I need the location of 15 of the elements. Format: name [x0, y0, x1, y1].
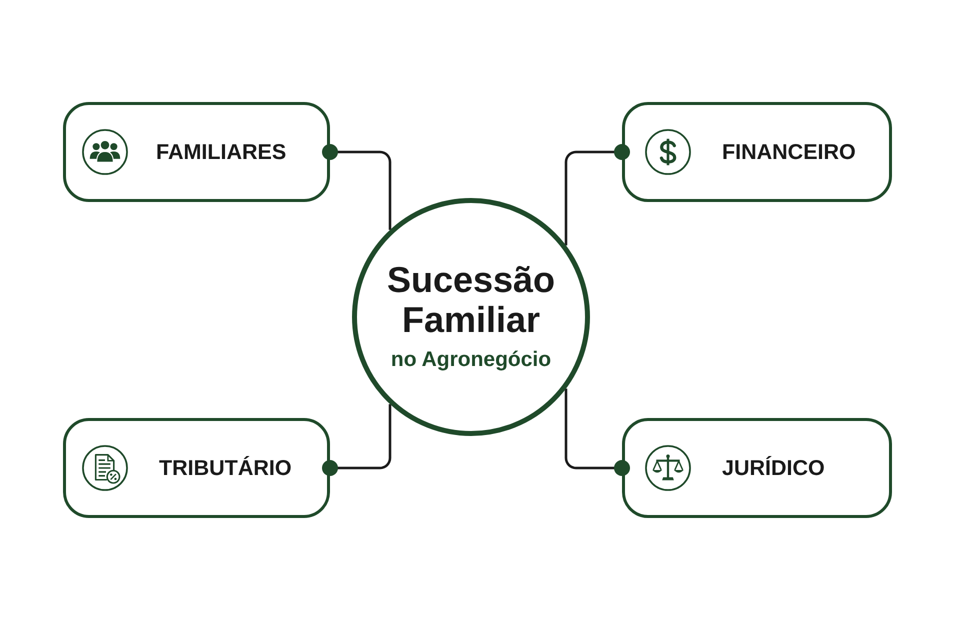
- topic-box: [622, 418, 892, 518]
- connector-line: [564, 388, 630, 476]
- connector-line: [322, 404, 392, 476]
- hub-circle: [352, 198, 590, 436]
- topic-label: FINANCEIRO: [722, 139, 856, 165]
- topic-box: [622, 102, 892, 202]
- topic-label: FAMILIARES: [156, 139, 286, 165]
- topic-box: [63, 418, 330, 518]
- subtitle-text: no Agronegócio: [390, 347, 552, 373]
- connector-line: [564, 144, 630, 246]
- title-text: Sucessão Familiar: [386, 260, 556, 340]
- connector-line: [322, 144, 392, 230]
- topic-box: [63, 102, 330, 202]
- topic-label: TRIBUTÁRIO: [159, 455, 292, 481]
- topic-label: JURÍDICO: [722, 455, 825, 481]
